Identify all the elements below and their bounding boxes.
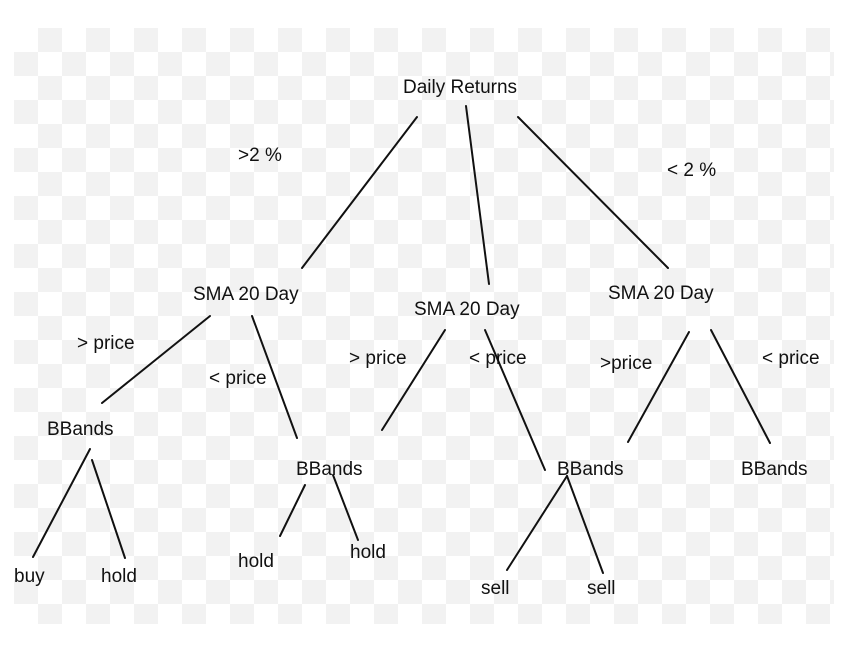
edge-bb-ll-buy bbox=[32, 448, 91, 558]
edge-sma-right-bb-r bbox=[627, 331, 690, 443]
edge-label-lt-2: < 2 % bbox=[667, 160, 717, 181]
edge-label-gt-2: >2 % bbox=[238, 145, 282, 166]
leaf-hold-2: hold bbox=[238, 551, 274, 572]
edge-bb-mr-sell1 bbox=[506, 475, 568, 571]
node-sma-left: SMA 20 Day bbox=[193, 284, 299, 305]
node-bbands-left: BBands bbox=[47, 419, 114, 440]
edge-root-sma-mid bbox=[465, 105, 490, 285]
edge-bb-lm-hold3 bbox=[332, 474, 359, 541]
edge-label-right-lt-price: < price bbox=[762, 348, 820, 369]
edge-label-left-gt-price: > price bbox=[77, 333, 135, 354]
edge-sma-mid-bb-mid bbox=[381, 329, 446, 431]
node-bbands-left-mid: BBands bbox=[296, 459, 363, 480]
edge-label-mid-gt-price: > price bbox=[349, 348, 407, 369]
leaf-hold-3: hold bbox=[350, 542, 386, 563]
edge-sma-right-bb-rr bbox=[710, 329, 771, 444]
node-sma-mid: SMA 20 Day bbox=[414, 299, 520, 320]
edge-label-mid-lt-price: < price bbox=[469, 348, 527, 369]
edge-root-sma-right bbox=[517, 116, 669, 269]
edge-label-left-lt-price: < price bbox=[209, 368, 267, 389]
leaf-hold-1: hold bbox=[101, 566, 137, 587]
node-daily-returns: Daily Returns bbox=[403, 77, 518, 98]
leaf-sell-1: sell bbox=[481, 578, 510, 599]
leaf-sell-2: sell bbox=[587, 578, 616, 599]
edge-sma-left-bb-ll bbox=[101, 315, 211, 404]
transparency-background bbox=[14, 28, 834, 624]
node-sma-right: SMA 20 Day bbox=[608, 283, 714, 304]
edge-bb-mr-sell2 bbox=[566, 475, 604, 574]
edge-sma-mid-bb-mr bbox=[484, 329, 546, 471]
node-bbands-right-mid: BBands bbox=[557, 459, 624, 480]
edge-bb-ll-hold bbox=[91, 459, 126, 559]
node-bbands-right: BBands bbox=[741, 459, 808, 480]
edge-label-right-gt-price: >price bbox=[600, 353, 653, 374]
edge-sma-left-bb-lm bbox=[251, 315, 298, 439]
edge-root-sma-left bbox=[301, 116, 418, 269]
leaf-buy: buy bbox=[14, 566, 45, 587]
edge-bb-lm-hold2 bbox=[279, 484, 306, 537]
